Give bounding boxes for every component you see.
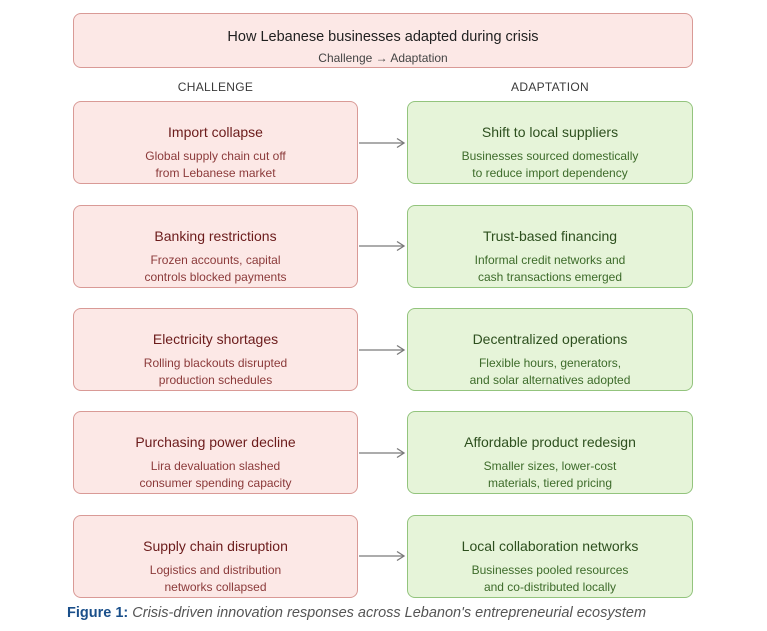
challenge-title: Purchasing power decline — [135, 434, 296, 450]
figure-caption-text: Crisis-driven innovation responses acros… — [132, 605, 647, 621]
adaptation-description: Flexible hours, generators,and solar alt… — [469, 356, 631, 387]
adaptation-box-trust-financing: Trust-based financing Informal credit ne… — [407, 205, 693, 288]
challenge-box-electricity-shortages: Electricity shortages Rolling blackouts … — [73, 308, 358, 391]
adaptation-box-decentralized-operations: Decentralized operations Flexible hours,… — [407, 308, 693, 391]
column-heading-challenge: CHALLENGE — [177, 80, 254, 94]
figure-caption-label: Figure 1: — [67, 605, 129, 621]
diagram-header: How Lebanese businesses adapted during c… — [73, 13, 693, 68]
arrow-right-icon — [359, 447, 406, 459]
challenge-title: Supply chain disruption — [143, 538, 288, 554]
diagram-title: How Lebanese businesses adapted during c… — [227, 29, 539, 45]
adaptation-box-local-suppliers: Shift to local suppliers Businesses sour… — [407, 101, 693, 184]
challenge-title: Import collapse — [168, 124, 263, 140]
challenge-box-banking-restrictions: Banking restrictions Frozen accounts, ca… — [73, 205, 358, 288]
adaptation-title: Decentralized operations — [472, 331, 628, 347]
arrow-right-icon — [359, 550, 406, 562]
challenge-box-import-collapse: Import collapse Global supply chain cut … — [73, 101, 358, 184]
arrow-right-icon — [359, 344, 406, 356]
diagram-subtitle: Challenge → Adaptation — [318, 51, 448, 65]
adaptation-title: Trust-based financing — [482, 228, 618, 244]
challenge-box-purchasing-power: Purchasing power decline Lira devaluatio… — [73, 411, 358, 494]
challenge-box-supply-chain-disruption: Supply chain disruption Logistics and di… — [73, 515, 358, 598]
challenge-title: Electricity shortages — [152, 331, 279, 347]
adaptation-box-product-redesign: Affordable product redesign Smaller size… — [407, 411, 693, 494]
adaptation-box-collaboration-networks: Local collaboration networks Businesses … — [407, 515, 693, 598]
arrow-right-icon — [359, 137, 406, 149]
challenge-title: Banking restrictions — [154, 228, 277, 244]
adaptation-title: Local collaboration networks — [461, 538, 639, 554]
adaptation-title: Affordable product redesign — [464, 434, 636, 450]
arrow-right-icon — [359, 240, 406, 252]
figure-caption: Figure 1: Crisis-driven innovation respo… — [67, 605, 646, 621]
column-heading-adaptation: ADAPTATION — [511, 80, 589, 94]
adaptation-title: Shift to local suppliers — [481, 124, 619, 140]
